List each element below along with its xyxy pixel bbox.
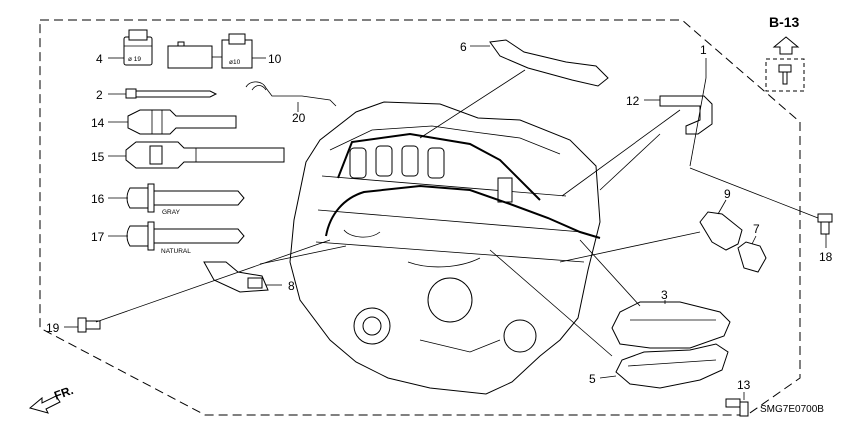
callout-19[interactable]: 19 (46, 321, 60, 335)
part-17-clip: NATURAL (126, 221, 245, 255)
part-5-holder (615, 343, 729, 389)
part-9-holder (699, 211, 743, 251)
reference-code[interactable]: B-13 (769, 14, 800, 30)
callout-16[interactable]: 16 (91, 192, 105, 206)
engine-assembly (289, 101, 601, 395)
part-13-bolt (725, 398, 749, 417)
up-arrow-icon (772, 36, 800, 55)
callout-5[interactable]: 5 (589, 372, 596, 386)
ref-bolt-icon (778, 64, 792, 85)
front-direction-arrow-icon (28, 395, 61, 414)
callout-6[interactable]: 6 (460, 40, 467, 54)
callout-20[interactable]: 20 (292, 111, 306, 125)
callout-13[interactable]: 13 (737, 378, 751, 392)
part-19-bolt (77, 317, 101, 333)
part-10-clip: ø10 (167, 33, 253, 69)
part-12-bracket (659, 95, 713, 135)
part-6-bracket (489, 39, 609, 87)
part-7-holder (737, 241, 767, 273)
natural-tag: NATURAL (161, 248, 191, 255)
part-8-holder (203, 261, 269, 293)
direction-label: FR. (52, 383, 75, 403)
part-16-clip: GRAY (126, 183, 245, 216)
callout-1[interactable]: 1 (700, 43, 707, 57)
callout-7[interactable]: 7 (753, 222, 760, 236)
callout-2[interactable]: 2 (96, 88, 103, 102)
diameter-19-tag: ø 19 (128, 56, 141, 63)
callout-3[interactable]: 3 (661, 288, 668, 302)
engine-harness-branch (337, 132, 541, 201)
engine-harness (325, 184, 601, 239)
leader-lines (64, 45, 827, 400)
diameter-10-tag: ø10 (229, 59, 241, 66)
callout-15[interactable]: 15 (91, 150, 105, 164)
callout-9[interactable]: 9 (724, 187, 731, 201)
part-2-tie (125, 88, 218, 99)
part-20-bracket (245, 81, 337, 107)
callout-18[interactable]: 18 (819, 250, 833, 264)
callout-14[interactable]: 14 (91, 116, 105, 130)
drawing-code: SMG7E0700B (760, 404, 824, 415)
part-3-cover (611, 301, 731, 349)
callout-17[interactable]: 17 (91, 230, 105, 244)
part-15-clip (125, 141, 285, 169)
part-4-clip: ø 19 (123, 29, 153, 66)
callout-4[interactable]: 4 (96, 52, 103, 66)
gray-tag: GRAY (162, 209, 181, 216)
part-14-clip (127, 109, 237, 135)
part-18-bolt (817, 213, 833, 235)
callout-8[interactable]: 8 (288, 279, 295, 293)
assembly-boundary (39, 19, 801, 416)
callout-10[interactable]: 10 (268, 52, 282, 66)
callout-12[interactable]: 12 (626, 94, 640, 108)
